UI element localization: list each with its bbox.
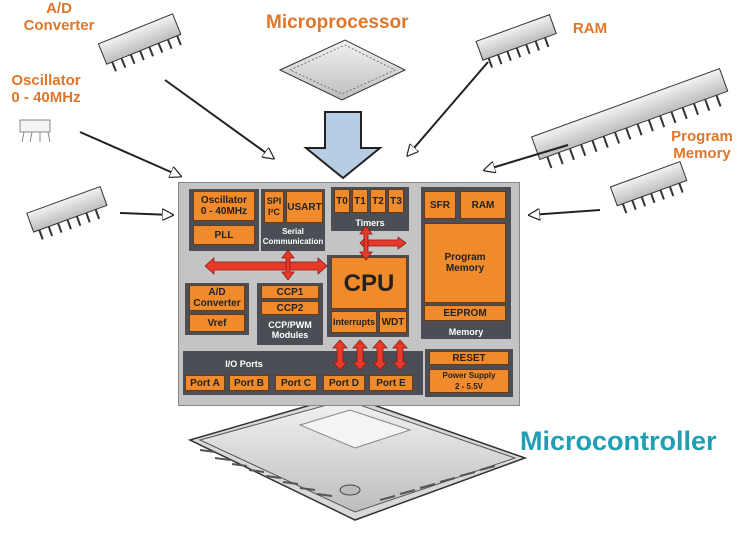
microprocessor-label: Microprocessor (266, 12, 409, 33)
die-port-d: Port D (323, 375, 365, 391)
io-ports-label: I/O Ports (225, 359, 263, 369)
microcontroller-label: Microcontroller (520, 426, 717, 456)
left-chip-icon (26, 185, 108, 240)
die-port-a: Port A (185, 375, 225, 391)
die-oscillator: Oscillator 0 - 40MHz (193, 191, 255, 221)
microcontroller-die: Oscillator 0 - 40MHz PLL SPI I²C USART S… (178, 182, 520, 406)
die-wdt: WDT (379, 311, 407, 333)
die-ccp1: CCP1 (261, 285, 319, 299)
ad-converter-label: A/D Converter (23, 0, 95, 34)
serial-communication-label: Serial Communication (262, 227, 324, 246)
ccp-pwm-label: CCP/PWM Modules (268, 320, 312, 340)
die-program-memory: Program Memory (424, 223, 506, 303)
die-cpu: CPU (331, 257, 407, 309)
die-timer-t1: T1 (352, 189, 368, 213)
microcontroller-package-icon (187, 394, 528, 521)
program-memory-chip-icon (530, 67, 729, 169)
ram-chip-icon (475, 14, 557, 68)
die-timer-t0: T0 (334, 189, 350, 213)
die-reset: RESET (429, 351, 509, 365)
die-eeprom: EEPROM (424, 305, 506, 321)
big-down-arrow (303, 111, 383, 180)
memory-label: Memory (448, 327, 484, 337)
die-port-c: Port C (275, 375, 317, 391)
die-ccp2: CCP2 (261, 301, 319, 315)
microprocessor-chip-icon (278, 39, 407, 101)
die-interrupts: Interrupts (331, 311, 377, 333)
oscillator-label: Oscillator 0 - 40MHz (11, 72, 81, 106)
die-timer-t2: T2 (370, 189, 386, 213)
pointer-arrows (79, 61, 601, 215)
ad-converter-chip-icon (97, 13, 182, 72)
die-port-b: Port B (229, 375, 269, 391)
right-chip-icon (609, 161, 688, 214)
die-usart: USART (286, 191, 323, 223)
die-vref: Vref (189, 314, 245, 332)
die-ad-converter: A/D Converter (189, 285, 245, 311)
die-timer-t3: T3 (388, 189, 404, 213)
die-ram: RAM (460, 191, 506, 219)
die-sfr: SFR (424, 191, 456, 219)
die-spi-i2c: SPI I²C (264, 191, 284, 223)
timers-label: Timers (355, 218, 385, 228)
die-pll: PLL (193, 225, 255, 245)
die-port-e: Port E (369, 375, 413, 391)
oscillator-crystal-icon (19, 119, 51, 143)
ram-label: RAM (572, 20, 608, 37)
die-power-supply: Power Supply 2 - 5.5V (429, 369, 509, 393)
program-memory-label: Program Memory (671, 128, 733, 162)
